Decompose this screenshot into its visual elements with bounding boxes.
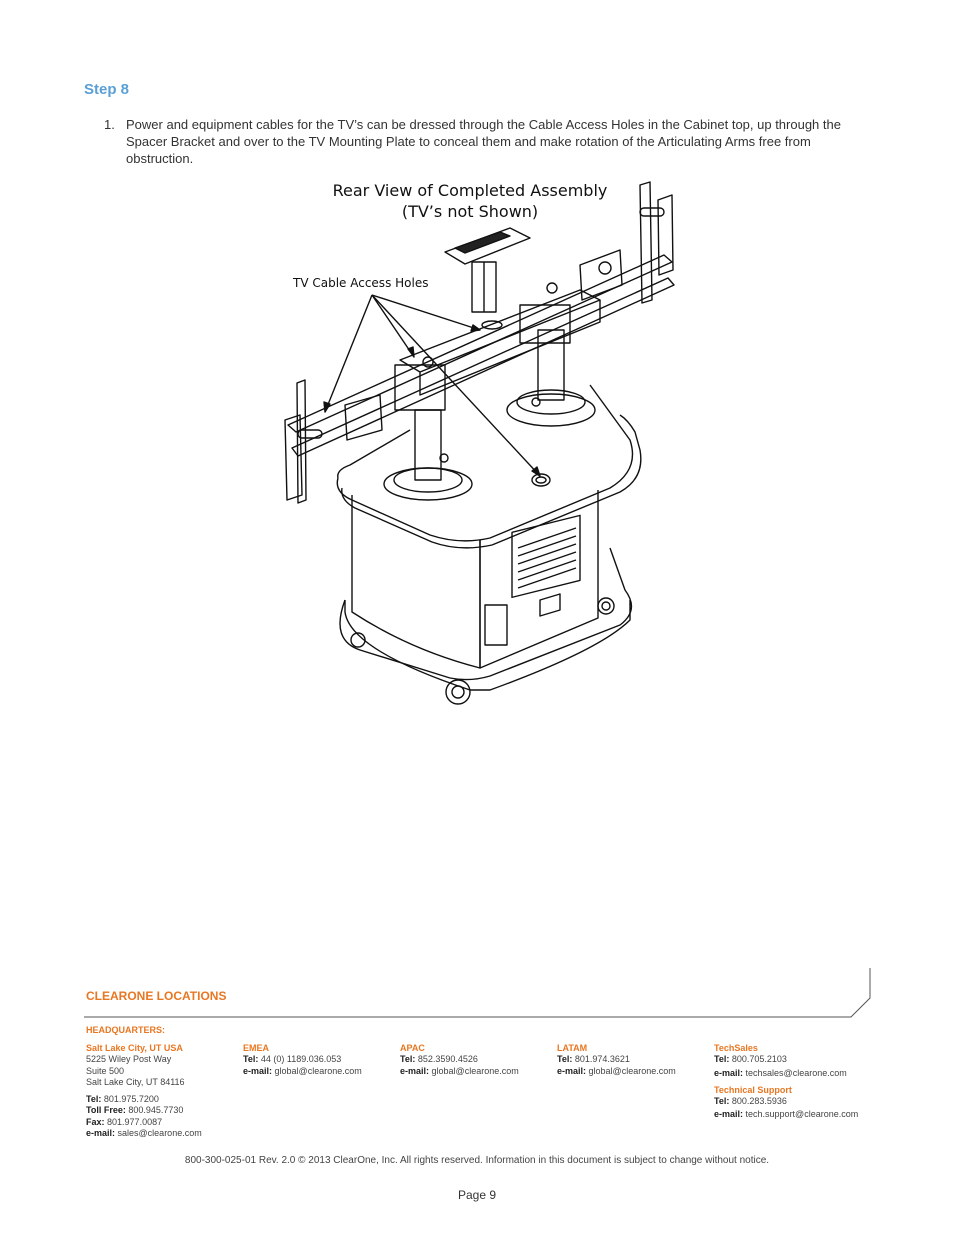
latam-tel: 801.974.3621 bbox=[574, 1054, 630, 1065]
step-heading: Step 8 bbox=[84, 81, 130, 98]
page-number: Page 9 bbox=[457, 1188, 497, 1202]
hq-tollfree: 800.945.7730 bbox=[128, 1105, 184, 1116]
emea-tel: 44 (0) 1189.036.053 bbox=[260, 1054, 342, 1065]
support-name: Technical Support bbox=[714, 1084, 792, 1095]
hq-label: HEADQUARTERS: bbox=[86, 1025, 166, 1035]
copyright-notice: 800-300-025-01 Rev. 2.0 © 2013 ClearOne,… bbox=[184, 1155, 770, 1166]
right-column bbox=[506, 329, 596, 427]
hq-city: Salt Lake City, UT USA bbox=[86, 1043, 183, 1053]
location-latam: LATAM Tel: 801.974.3621 e-mail: global@c… bbox=[557, 1043, 676, 1077]
hq-address2: Suite 500 bbox=[86, 1065, 125, 1076]
techsales-email[interactable]: techsales@clearone.com bbox=[745, 1067, 847, 1078]
figure-title-line1: Rear View of Completed Assembly bbox=[332, 181, 608, 200]
apac-tel-label: Tel: bbox=[400, 1054, 416, 1065]
step-item-text: Power and equipment cables for the TV’s … bbox=[126, 117, 841, 166]
location-techsales: TechSales Tel: 800.705.2103 e-mail: tech… bbox=[714, 1043, 858, 1121]
location-hq: Salt Lake City, UT USA 5225 Wiley Post W… bbox=[86, 1043, 202, 1139]
hq-address1: 5225 Wiley Post Way bbox=[86, 1054, 172, 1065]
support-email[interactable]: tech.support@clearone.com bbox=[745, 1109, 859, 1120]
latam-email-label: e-mail: bbox=[557, 1065, 587, 1076]
support-tel: 800.283.5936 bbox=[731, 1096, 787, 1107]
hq-fax-label: Fax: bbox=[86, 1116, 105, 1127]
cable-holes-callout: TV Cable Access Holes bbox=[293, 276, 429, 290]
hq-email-label: e-mail: bbox=[86, 1128, 116, 1139]
cable-hole-cabinet bbox=[531, 473, 551, 487]
emea-email[interactable]: global@clearone.com bbox=[274, 1065, 362, 1076]
hq-tel-label: Tel: bbox=[86, 1094, 102, 1105]
techsales-tel-label: Tel: bbox=[714, 1054, 730, 1065]
emea-name: EMEA bbox=[243, 1043, 270, 1053]
location-apac: APAC Tel: 852.3590.4526 e-mail: global@c… bbox=[400, 1043, 519, 1077]
support-email-label: e-mail: bbox=[714, 1109, 744, 1120]
figure-title: Rear View of Completed Assembly (TV’s no… bbox=[330, 180, 610, 222]
figure-title-line2: (TV’s not Shown) bbox=[401, 202, 539, 221]
step-item-number: 1. bbox=[104, 117, 115, 132]
techsales-tel: 800.705.2103 bbox=[731, 1054, 787, 1065]
footer-title: CLEARONE LOCATIONS bbox=[86, 989, 227, 1003]
hq-fax: 801.977.0087 bbox=[107, 1116, 163, 1127]
techsales-email-label: e-mail: bbox=[714, 1067, 744, 1078]
hq-address3: Salt Lake City, UT 84116 bbox=[86, 1076, 185, 1087]
location-emea: EMEA Tel: 44 (0) 1189.036.053 e-mail: gl… bbox=[243, 1043, 362, 1077]
callout-arrows bbox=[323, 294, 541, 477]
emea-email-label: e-mail: bbox=[243, 1065, 273, 1076]
emea-tel-label: Tel: bbox=[243, 1054, 259, 1065]
apac-name: APAC bbox=[400, 1043, 425, 1053]
hq-tel: 801.975.7200 bbox=[103, 1094, 159, 1105]
apac-email-label: e-mail: bbox=[400, 1065, 430, 1076]
cabinet-base bbox=[339, 547, 633, 705]
apac-email[interactable]: global@clearone.com bbox=[431, 1065, 519, 1076]
techsales-name: TechSales bbox=[714, 1043, 758, 1053]
tv-mounting-plate bbox=[284, 181, 675, 504]
hq-tollfree-label: Toll Free: bbox=[86, 1105, 126, 1116]
apac-tel: 852.3590.4526 bbox=[417, 1054, 478, 1065]
cabinet-body bbox=[336, 384, 642, 669]
latam-tel-label: Tel: bbox=[557, 1054, 573, 1065]
support-tel-label: Tel: bbox=[714, 1096, 730, 1107]
hq-email[interactable]: sales@clearone.com bbox=[117, 1128, 202, 1139]
top-shelf bbox=[444, 227, 531, 313]
latam-name: LATAM bbox=[557, 1043, 588, 1053]
latam-email[interactable]: global@clearone.com bbox=[588, 1065, 676, 1076]
